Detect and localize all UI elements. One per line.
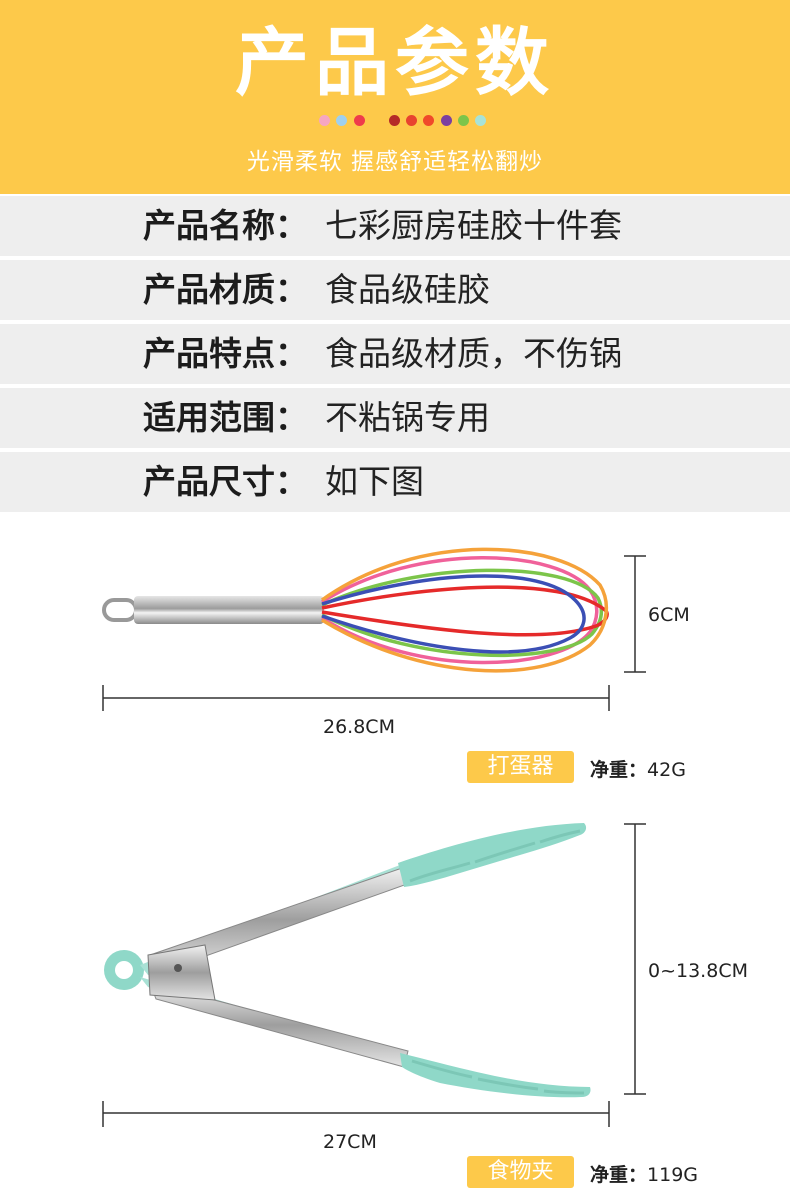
weight-value: 119G xyxy=(647,1164,699,1186)
spec-label: 产品名称： xyxy=(143,206,308,245)
whisk-length-label: 26.8CM xyxy=(323,716,395,738)
page-subtitle: 光滑柔软 握感舒适轻松翻炒 xyxy=(246,149,544,175)
color-dot xyxy=(458,115,469,126)
color-dot xyxy=(475,115,486,126)
spec-value: 如下图 xyxy=(325,462,424,501)
whisk-name-badge: 打蛋器 xyxy=(467,751,574,783)
page-title: 产品参数 xyxy=(235,20,555,106)
color-dot xyxy=(319,115,330,126)
tongs-name-badge: 食物夹 xyxy=(467,1156,574,1188)
color-dot xyxy=(389,115,400,126)
weight-label: 净重： xyxy=(590,759,648,781)
tongs-icon xyxy=(102,823,646,1127)
spec-row-feature: 产品特点： 食品级材质，不伤锅 xyxy=(0,324,790,384)
color-dots xyxy=(0,115,790,129)
whisk-icon xyxy=(102,547,646,711)
tongs-height-label: 0~13.8CM xyxy=(648,960,748,982)
header-banner: 产品参数 光滑柔软 握感舒适轻松翻炒 xyxy=(0,0,790,194)
tongs-length-label: 27CM xyxy=(323,1131,377,1153)
color-dot xyxy=(336,115,347,126)
spec-value: 七彩厨房硅胶十件套 xyxy=(325,206,622,245)
spec-value: 食品级硅胶 xyxy=(325,270,490,309)
whisk-height-label: 6CM xyxy=(648,604,690,626)
spec-row-usage: 适用范围： 不粘锅专用 xyxy=(0,388,790,448)
spec-label: 产品材质： xyxy=(143,270,308,309)
color-dot xyxy=(441,115,452,126)
product-tongs: 0~13.8CM 27CM 食物夹 净重：119G xyxy=(0,815,790,1204)
color-dot xyxy=(423,115,434,126)
weight-value: 42G xyxy=(647,759,686,781)
whisk-weight: 净重：42G xyxy=(590,755,686,782)
spec-table: 产品名称： 七彩厨房硅胶十件套 产品材质： 食品级硅胶 产品特点： 食品级材质，… xyxy=(0,196,790,516)
spec-label: 适用范围： xyxy=(143,398,308,437)
product-whisk: 6CM 26.8CM 打蛋器 净重：42G xyxy=(0,530,790,790)
spec-value: 食品级材质，不伤锅 xyxy=(325,334,622,373)
spec-row-name: 产品名称： 七彩厨房硅胶十件套 xyxy=(0,196,790,256)
spec-label: 产品特点： xyxy=(143,334,308,373)
spec-value: 不粘锅专用 xyxy=(325,398,490,437)
color-dot xyxy=(406,115,417,126)
tongs-weight: 净重：119G xyxy=(590,1160,698,1187)
spec-row-material: 产品材质： 食品级硅胶 xyxy=(0,260,790,320)
spec-label: 产品尺寸： xyxy=(143,462,308,501)
spec-row-size: 产品尺寸： 如下图 xyxy=(0,452,790,512)
weight-label: 净重： xyxy=(590,1164,648,1186)
color-dot xyxy=(354,115,365,126)
